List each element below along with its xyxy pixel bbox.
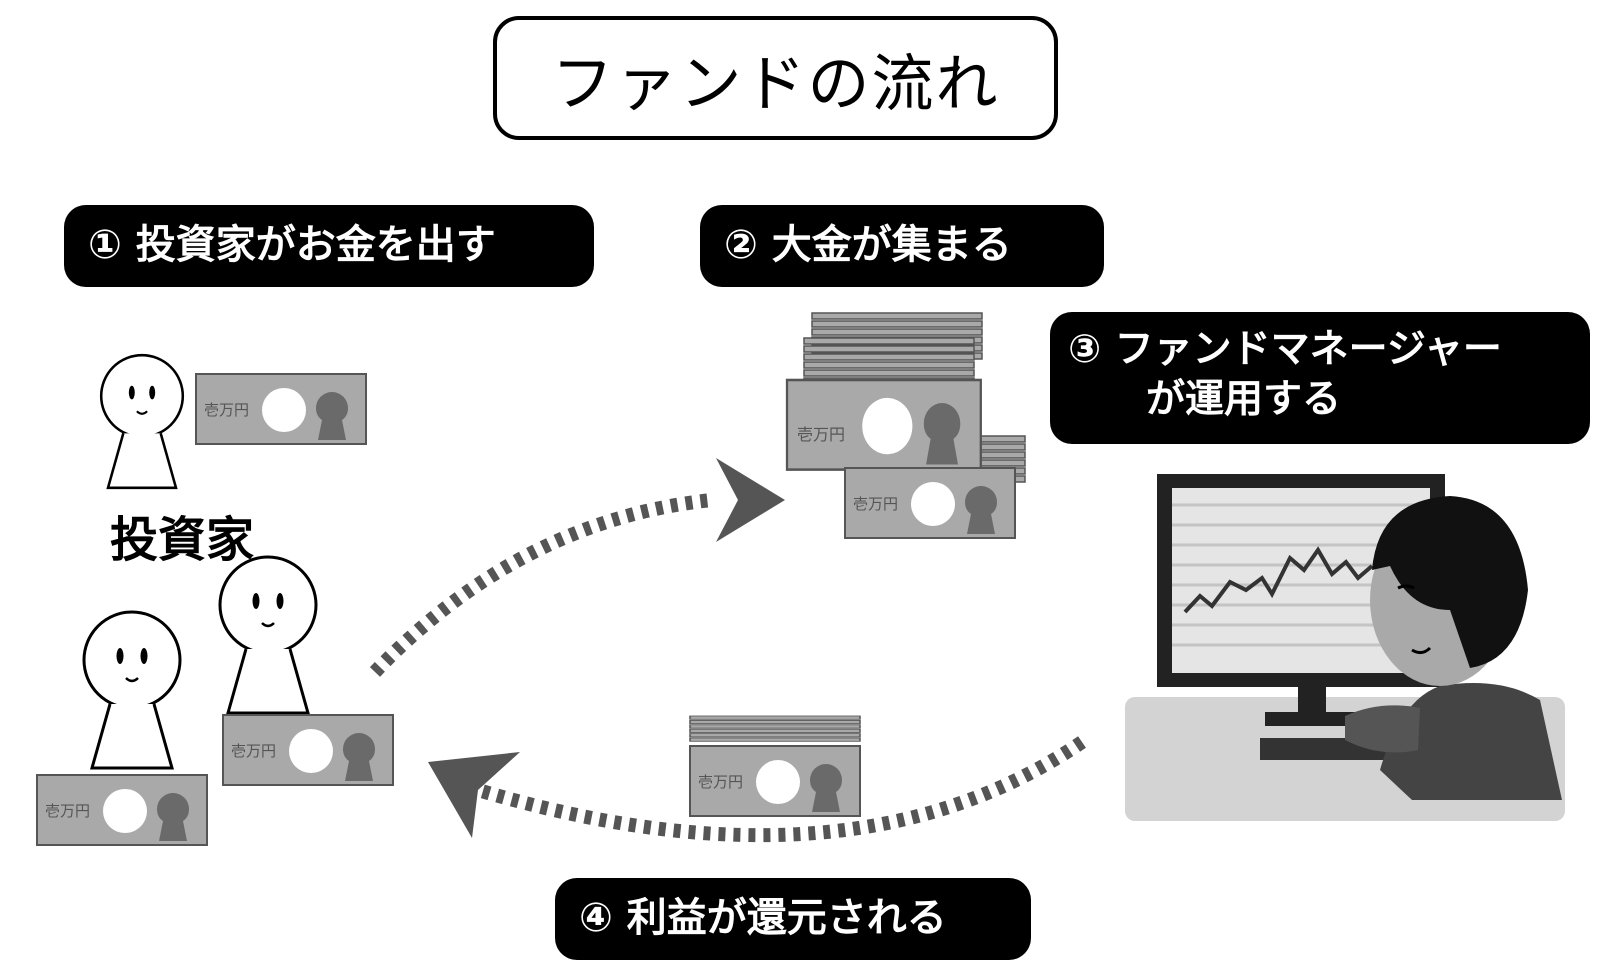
banknote-icon: 壱万円: [222, 714, 394, 786]
dashed-arrow-icon: [428, 736, 1086, 843]
banknote-icon: 壱万円: [36, 774, 208, 846]
banknote-text: 壱万円: [853, 495, 898, 513]
dashed-arrow-icon: [369, 458, 785, 677]
step-3-label: ③ ファンドマネージャー が運用する: [1050, 312, 1590, 444]
banknote-text: 壱万円: [45, 802, 90, 820]
banknote-text: 壱万円: [797, 425, 845, 444]
step-4-label: ④ 利益が還元される: [555, 878, 1031, 960]
banknote-icon: 壱万円: [195, 373, 367, 445]
person-icon: [218, 555, 318, 715]
banknote-text: 壱万円: [204, 401, 249, 419]
banknote-text: 壱万円: [231, 742, 276, 760]
person-icon: [82, 610, 182, 770]
step-2-label: ② 大金が集まる: [700, 205, 1104, 287]
step-3-line-2: が運用する: [1146, 377, 1342, 422]
diagram-title: ファンドの流れ: [493, 16, 1058, 140]
banknote-stack-icon: 壱万円 壱万円: [785, 312, 1026, 539]
fund-manager-at-computer-icon: [1125, 474, 1565, 821]
banknote-stack-icon: 壱万円: [689, 715, 861, 817]
step-3-line-1: ③ ファンドマネージャー: [1068, 327, 1502, 372]
banknote-text: 壱万円: [698, 773, 743, 791]
investor-label: 投資家: [110, 512, 255, 568]
person-icon: [99, 353, 185, 490]
step-1-label: ① 投資家がお金を出す: [64, 205, 594, 287]
